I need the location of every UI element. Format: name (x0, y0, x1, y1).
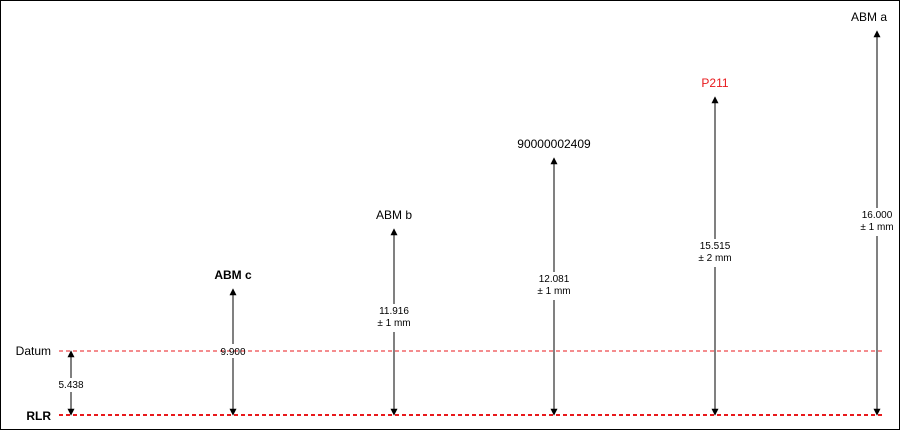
marker-name: ABM c (214, 268, 252, 282)
marker-value: 9.900 (220, 347, 245, 358)
marker-tolerance: ± 1 mm (860, 222, 893, 233)
rlr-label: RLR (26, 409, 51, 423)
marker-value: 16.000 (862, 210, 893, 221)
marker-abm-a: ABM a 16.000± 1 mm (851, 10, 894, 416)
marker-abm-b: ABM b 11.916± 1 mm (376, 208, 412, 416)
datum-offset-value: 5.438 (58, 380, 83, 391)
marker-name: ABM a (851, 10, 887, 24)
marker-tolerance: ± 1 mm (537, 286, 570, 297)
marker-abm-c: ABM c 9.900 (214, 268, 252, 416)
marker-90000002409: 90000002409 12.081± 1 mm (517, 137, 591, 416)
marker-name: P211 (701, 76, 728, 90)
marker-tolerance: ± 1 mm (377, 318, 410, 329)
marker-name: ABM b (376, 208, 412, 222)
marker-value: 15.515 (700, 241, 731, 252)
marker-value: 11.916 (379, 306, 409, 317)
marker-value: 12.081 (539, 274, 570, 285)
datum-label: Datum (16, 344, 51, 358)
marker-tolerance: ± 2 mm (698, 253, 731, 264)
marker-name: 90000002409 (517, 137, 591, 151)
marker-p211: P211 15.515± 2 mm (698, 76, 732, 416)
